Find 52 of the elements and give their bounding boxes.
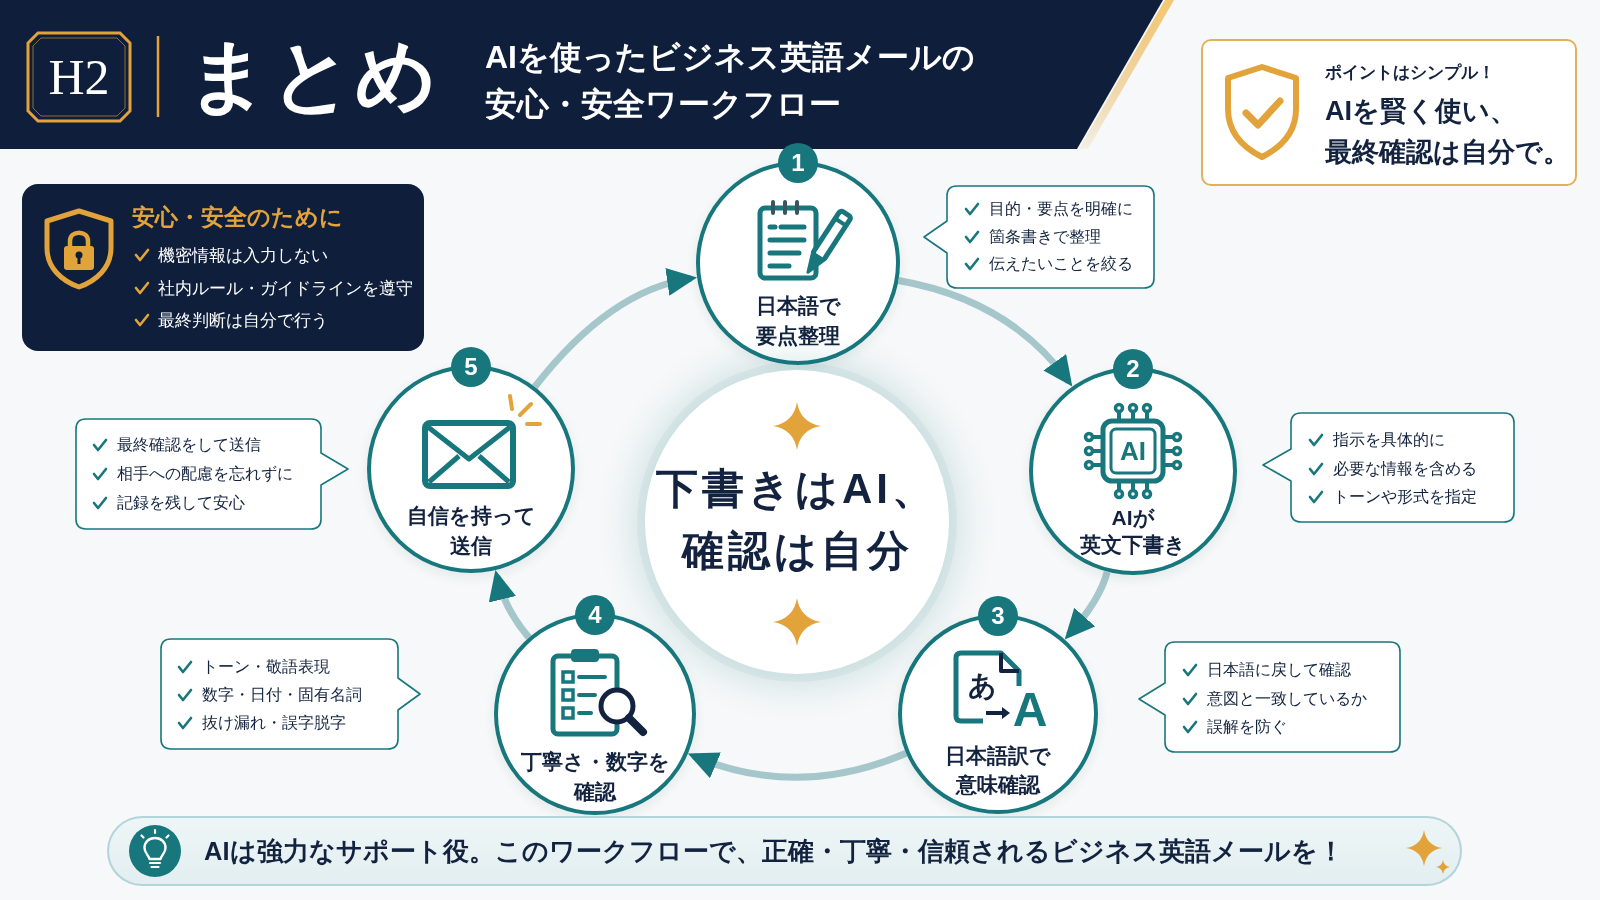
speech-bubble	[75, 418, 349, 530]
step-number: 1	[778, 143, 818, 183]
checklist-item: 指示を具体的に	[1333, 430, 1445, 450]
tip-card	[1201, 39, 1577, 186]
step-label: 丁寧さ・数字を確認	[519, 749, 671, 805]
speech-bubble	[923, 185, 1155, 289]
arrow	[489, 570, 532, 640]
step-number: 2	[1113, 349, 1153, 389]
section-label: H2	[48, 52, 110, 102]
checklist-item: 社内ルール・ガイドラインを遵守	[158, 277, 413, 299]
panel-heading: 安心・安全のために	[132, 203, 343, 232]
center-message: 下書きはAI、確認は自分	[655, 464, 939, 576]
checklist-item: 伝えたいことを絞る	[989, 254, 1133, 274]
checklist-item: 箇条書きで整理	[989, 226, 1101, 247]
speech-bubble	[1262, 412, 1515, 523]
checklist-item: トーン・敬語表現	[202, 657, 330, 677]
checklist-item: 記録を残して安心	[117, 493, 245, 513]
subtitle: AIを使ったビジネス英語メールの安心・安全ワークフロー	[485, 38, 976, 124]
checklist-item: 必要な情報を含める	[1333, 458, 1477, 479]
checklist-item: 抜け漏れ・誤字脱字	[202, 713, 346, 733]
notice-panel	[22, 184, 424, 351]
icon-letter: AI	[1120, 438, 1146, 464]
speech-bubble	[1138, 641, 1401, 753]
page-title: まとめ	[187, 30, 439, 122]
banner-message: AIは強力なサポート役。このワークフローで、正確・丁寧・信頼されるビジネス英語メールを！	[204, 836, 1344, 868]
checklist-item: 数字・日付・固有名詞	[202, 685, 362, 705]
checklist-item: トーンや形式を指定	[1333, 487, 1477, 507]
tip-message: AIを賢く使い、最終確認は自分で。	[1325, 95, 1571, 169]
tip-heading: ポイントはシンプル！	[1325, 62, 1495, 84]
icon-letter: A	[1012, 686, 1048, 734]
step-number: 5	[451, 347, 491, 387]
checklist-item: 誤解を防ぐ	[1207, 717, 1287, 737]
arrow	[532, 269, 697, 390]
step-number: 3	[978, 596, 1018, 636]
arrow	[687, 750, 908, 781]
checklist-item: 目的・要点を明確に	[989, 199, 1133, 219]
checklist-item: 最終判断は自分で行う	[158, 310, 328, 331]
step-number: 4	[575, 595, 615, 635]
checklist-item: 最終確認をして送信	[117, 435, 261, 455]
checklist-item: 機密情報は入力しない	[158, 245, 328, 266]
step-label: AIが英文下書き	[1079, 505, 1187, 558]
speech-bubble	[160, 638, 421, 750]
step-label: 日本語訳で意味確認	[944, 743, 1052, 798]
checklist-item: 意図と一致しているか	[1207, 688, 1367, 709]
step-label: 日本語で要点整理	[754, 293, 842, 349]
checklist-item: 日本語に戻して確認	[1207, 660, 1351, 680]
heading-badge	[26, 31, 132, 123]
checklist-item: 相手への配慮を忘れずに	[117, 464, 293, 484]
arrow	[897, 277, 1073, 387]
step-label: 自信を持って送信	[405, 503, 537, 559]
icon-letter: あ	[967, 672, 997, 700]
arrow	[1064, 570, 1111, 640]
